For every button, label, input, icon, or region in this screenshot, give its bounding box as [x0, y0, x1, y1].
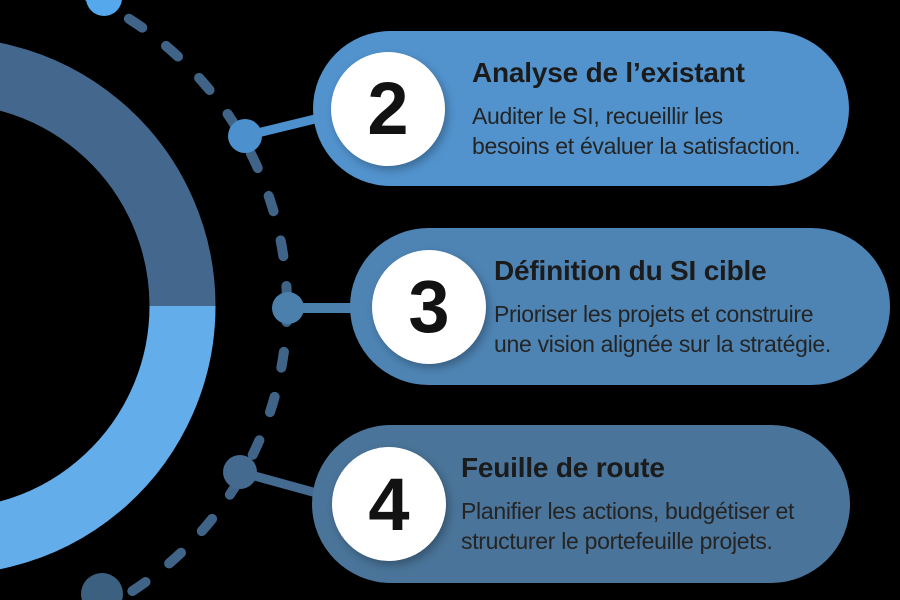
step-description: Prioriser les projets et construire une … — [494, 299, 831, 359]
step-title: Analyse de l’existant — [472, 56, 745, 88]
step-number-badge-3: 3 — [372, 249, 486, 364]
step-card-2: 2 Analyse de l’existant Auditer le SI, r… — [313, 31, 849, 186]
orbit-dot-step-4 — [223, 455, 257, 489]
step-description: Auditer le SI, recueillir les besoins et… — [472, 101, 801, 161]
step-text-3: Définition du SI cible Prioriser les pro… — [494, 255, 849, 359]
step-description-line: une vision alignée sur la stratégie. — [494, 330, 831, 357]
step-card-4: 4 Feuille de route Planifier les actions… — [312, 425, 850, 583]
step-title: Définition du SI cible — [494, 254, 767, 286]
orbit-dot-top — [86, 0, 122, 16]
ring-segment-light — [0, 305, 216, 570]
step-number-badge-2: 2 — [331, 51, 445, 166]
orbit-dot-bottom — [81, 573, 123, 600]
step-description-line: Prioriser les projets et construire — [494, 300, 814, 327]
step-description-line: besoins et évaluer la satisfaction. — [472, 132, 801, 159]
orbit-dot-step-2 — [228, 119, 262, 153]
step-description: Planifier les actions, budgétiser et str… — [461, 496, 794, 556]
step-number: 2 — [367, 67, 409, 150]
step-text-2: Analyse de l’existant Auditer le SI, rec… — [472, 57, 818, 161]
orbit-dot-step-3 — [272, 292, 304, 324]
step-number: 3 — [408, 265, 450, 348]
step-title: Feuille de route — [461, 452, 665, 483]
step-text-4: Feuille de route Planifier les actions, … — [461, 452, 812, 556]
step-number-badge-4: 4 — [332, 447, 446, 561]
step-card-3: 3 Définition du SI cible Prioriser les p… — [350, 228, 890, 385]
step-description-line: Auditer le SI, recueillir les — [472, 102, 723, 129]
step-number: 4 — [368, 462, 410, 546]
step-description-line: structurer le portefeuille projets. — [461, 528, 773, 554]
ring-segment-dark — [0, 42, 216, 307]
step-description-line: Planifier les actions, budgétiser et — [461, 498, 795, 524]
